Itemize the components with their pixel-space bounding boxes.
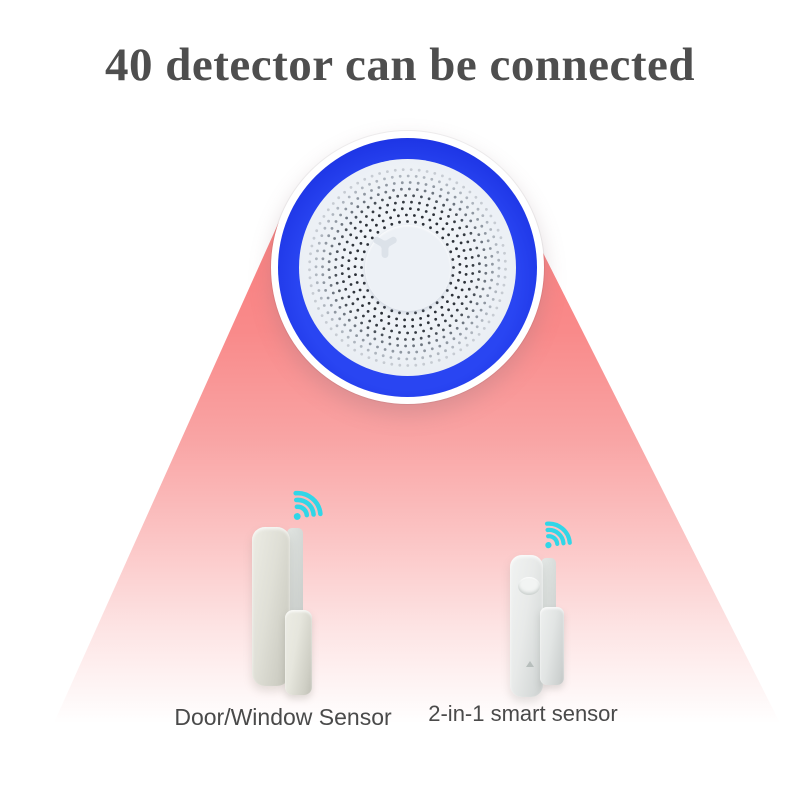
siren-speaker-face	[299, 159, 516, 376]
sensor-magnet-bar	[540, 607, 564, 685]
sensor-main-body	[252, 527, 290, 686]
sensor-back-plate	[541, 558, 556, 614]
sensor-main-body	[510, 555, 543, 697]
sensor-back-plate	[287, 528, 303, 615]
sensor-magnet-bar	[285, 610, 312, 695]
wifi-signal-icon	[532, 511, 581, 560]
door-window-sensor-label: Door/Window Sensor	[174, 704, 392, 730]
sensor-lens-window	[518, 577, 540, 595]
siren-center-cap	[364, 224, 451, 311]
speaker-holes-pattern	[308, 168, 507, 367]
smart-sensor-label: 2-in-1 smart sensor	[428, 701, 618, 726]
brand-logo-icon	[372, 236, 397, 258]
smart-sensor-image	[505, 550, 575, 700]
wifi-signal-icon	[279, 479, 333, 533]
page-title: 40 detector can be connected	[104, 39, 696, 91]
sensor-arrow-mark	[526, 661, 534, 667]
door-window-sensor-image	[250, 521, 316, 701]
siren-hub-device	[271, 131, 544, 404]
